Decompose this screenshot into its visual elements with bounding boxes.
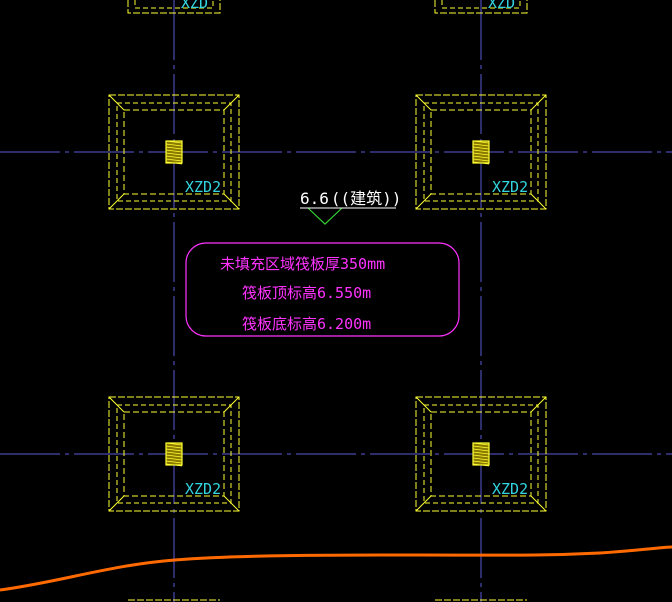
partial-footing-label: XZD bbox=[488, 0, 515, 12]
footing-inner-outline bbox=[430, 109, 532, 195]
partial-footing-label: XZD bbox=[181, 0, 208, 12]
footing-label: XZD2 bbox=[185, 178, 221, 196]
partial-footing-inner bbox=[441, 0, 521, 9]
footing-corner-line bbox=[530, 193, 547, 210]
footing-corner-line bbox=[530, 396, 547, 413]
footing-corner-line bbox=[530, 495, 547, 512]
footing-corner-line bbox=[108, 94, 125, 111]
column-hatch-line bbox=[165, 149, 183, 153]
column-hatch-line bbox=[165, 140, 183, 144]
footing-step-outline bbox=[423, 404, 539, 504]
footing-br[interactable]: XZD2 bbox=[415, 396, 547, 512]
footing-corner-line bbox=[223, 396, 240, 413]
footing-label: XZD2 bbox=[185, 480, 221, 498]
footing-corner-line bbox=[108, 396, 125, 413]
column-hatch-line bbox=[165, 152, 183, 156]
column-hatch-line bbox=[165, 463, 183, 467]
elevation-value: 6.6((建筑)) bbox=[300, 189, 401, 208]
partial-footing-outline bbox=[127, 0, 221, 14]
footing-corner-line bbox=[530, 94, 547, 111]
footing-tl[interactable]: XZD2 bbox=[108, 94, 240, 210]
column-hatch-line bbox=[472, 149, 490, 153]
column-hatch-line bbox=[472, 445, 490, 449]
partial-footing-inner bbox=[134, 0, 214, 9]
footing-corner-line bbox=[415, 495, 432, 512]
column-hatch-line bbox=[165, 445, 183, 449]
elevation-triangle bbox=[307, 207, 343, 225]
footing-corner-line bbox=[223, 94, 240, 111]
column-hatch-line bbox=[472, 454, 490, 458]
column-hatch-line bbox=[472, 161, 490, 165]
footing-step-outline bbox=[116, 102, 232, 202]
footing-step-outline bbox=[116, 404, 232, 504]
footing-outer-outline bbox=[415, 94, 547, 210]
column-hatch-line bbox=[472, 460, 490, 464]
footing-step-outline bbox=[423, 102, 539, 202]
column-hatch-line bbox=[165, 451, 183, 455]
footing-corner-line bbox=[223, 495, 240, 512]
note-raft-bottom-elevation: 筏板底标高6.200m bbox=[242, 315, 371, 333]
footing-inner-outline bbox=[123, 411, 225, 497]
column-hatch-line bbox=[472, 457, 490, 461]
footing-outer-outline bbox=[108, 396, 240, 512]
column-hatch-line bbox=[165, 143, 183, 147]
column-hatch-line bbox=[472, 143, 490, 147]
footing-bl[interactable]: XZD2 bbox=[108, 396, 240, 512]
column-hatch-line bbox=[472, 448, 490, 452]
footing-corner-line bbox=[415, 193, 432, 210]
column-hatch-line bbox=[472, 158, 490, 162]
column-hatch-line bbox=[472, 152, 490, 156]
note-raft-thickness: 未填充区域筏板厚350mm bbox=[220, 255, 385, 273]
footing-label: XZD2 bbox=[492, 480, 528, 498]
footing-label: XZD2 bbox=[492, 178, 528, 196]
column-hatch-line bbox=[472, 140, 490, 144]
note-raft-top-elevation: 筏板顶标高6.550m bbox=[242, 284, 371, 302]
footing-corner-line bbox=[415, 94, 432, 111]
elevation-marker[interactable]: 6.6((建筑)) bbox=[300, 189, 401, 225]
column-hatch-line bbox=[165, 161, 183, 165]
column-hatch-line bbox=[472, 146, 490, 150]
column-hatch bbox=[165, 140, 183, 165]
column-hatch-line bbox=[165, 158, 183, 162]
column-hatch-line bbox=[472, 155, 490, 159]
footing-corner-line bbox=[108, 495, 125, 512]
column-hatch-line bbox=[165, 460, 183, 464]
column-hatch-line bbox=[165, 448, 183, 452]
boundary-curve bbox=[0, 545, 672, 592]
raft-note-box[interactable]: 未填充区域筏板厚350mm 筏板顶标高6.550m 筏板底标高6.200m bbox=[185, 242, 460, 337]
footing-corner-line bbox=[108, 193, 125, 210]
footing-inner-outline bbox=[430, 411, 532, 497]
column-hatch bbox=[472, 140, 490, 165]
column-hatch-line bbox=[472, 451, 490, 455]
column-hatch-line bbox=[165, 454, 183, 458]
column-hatch bbox=[165, 442, 183, 467]
column-hatch-line bbox=[165, 442, 183, 446]
footing-corner-line bbox=[223, 193, 240, 210]
note-frame bbox=[185, 242, 460, 337]
footing-inner-outline bbox=[123, 109, 225, 195]
partial-footing-outline bbox=[434, 0, 528, 14]
footing-outer-outline bbox=[415, 396, 547, 512]
column-hatch-line bbox=[472, 442, 490, 446]
column-hatch-line bbox=[165, 146, 183, 150]
column-hatch-line bbox=[165, 155, 183, 159]
column-hatch bbox=[472, 442, 490, 467]
column-hatch-line bbox=[472, 463, 490, 467]
footing-corner-line bbox=[415, 396, 432, 413]
partial-footing-top-left: XZD bbox=[127, 0, 221, 14]
column-hatch-line bbox=[165, 457, 183, 461]
footing-tr[interactable]: XZD2 bbox=[415, 94, 547, 210]
footing-outer-outline bbox=[108, 94, 240, 210]
partial-footing-top-right: XZD bbox=[434, 0, 528, 14]
